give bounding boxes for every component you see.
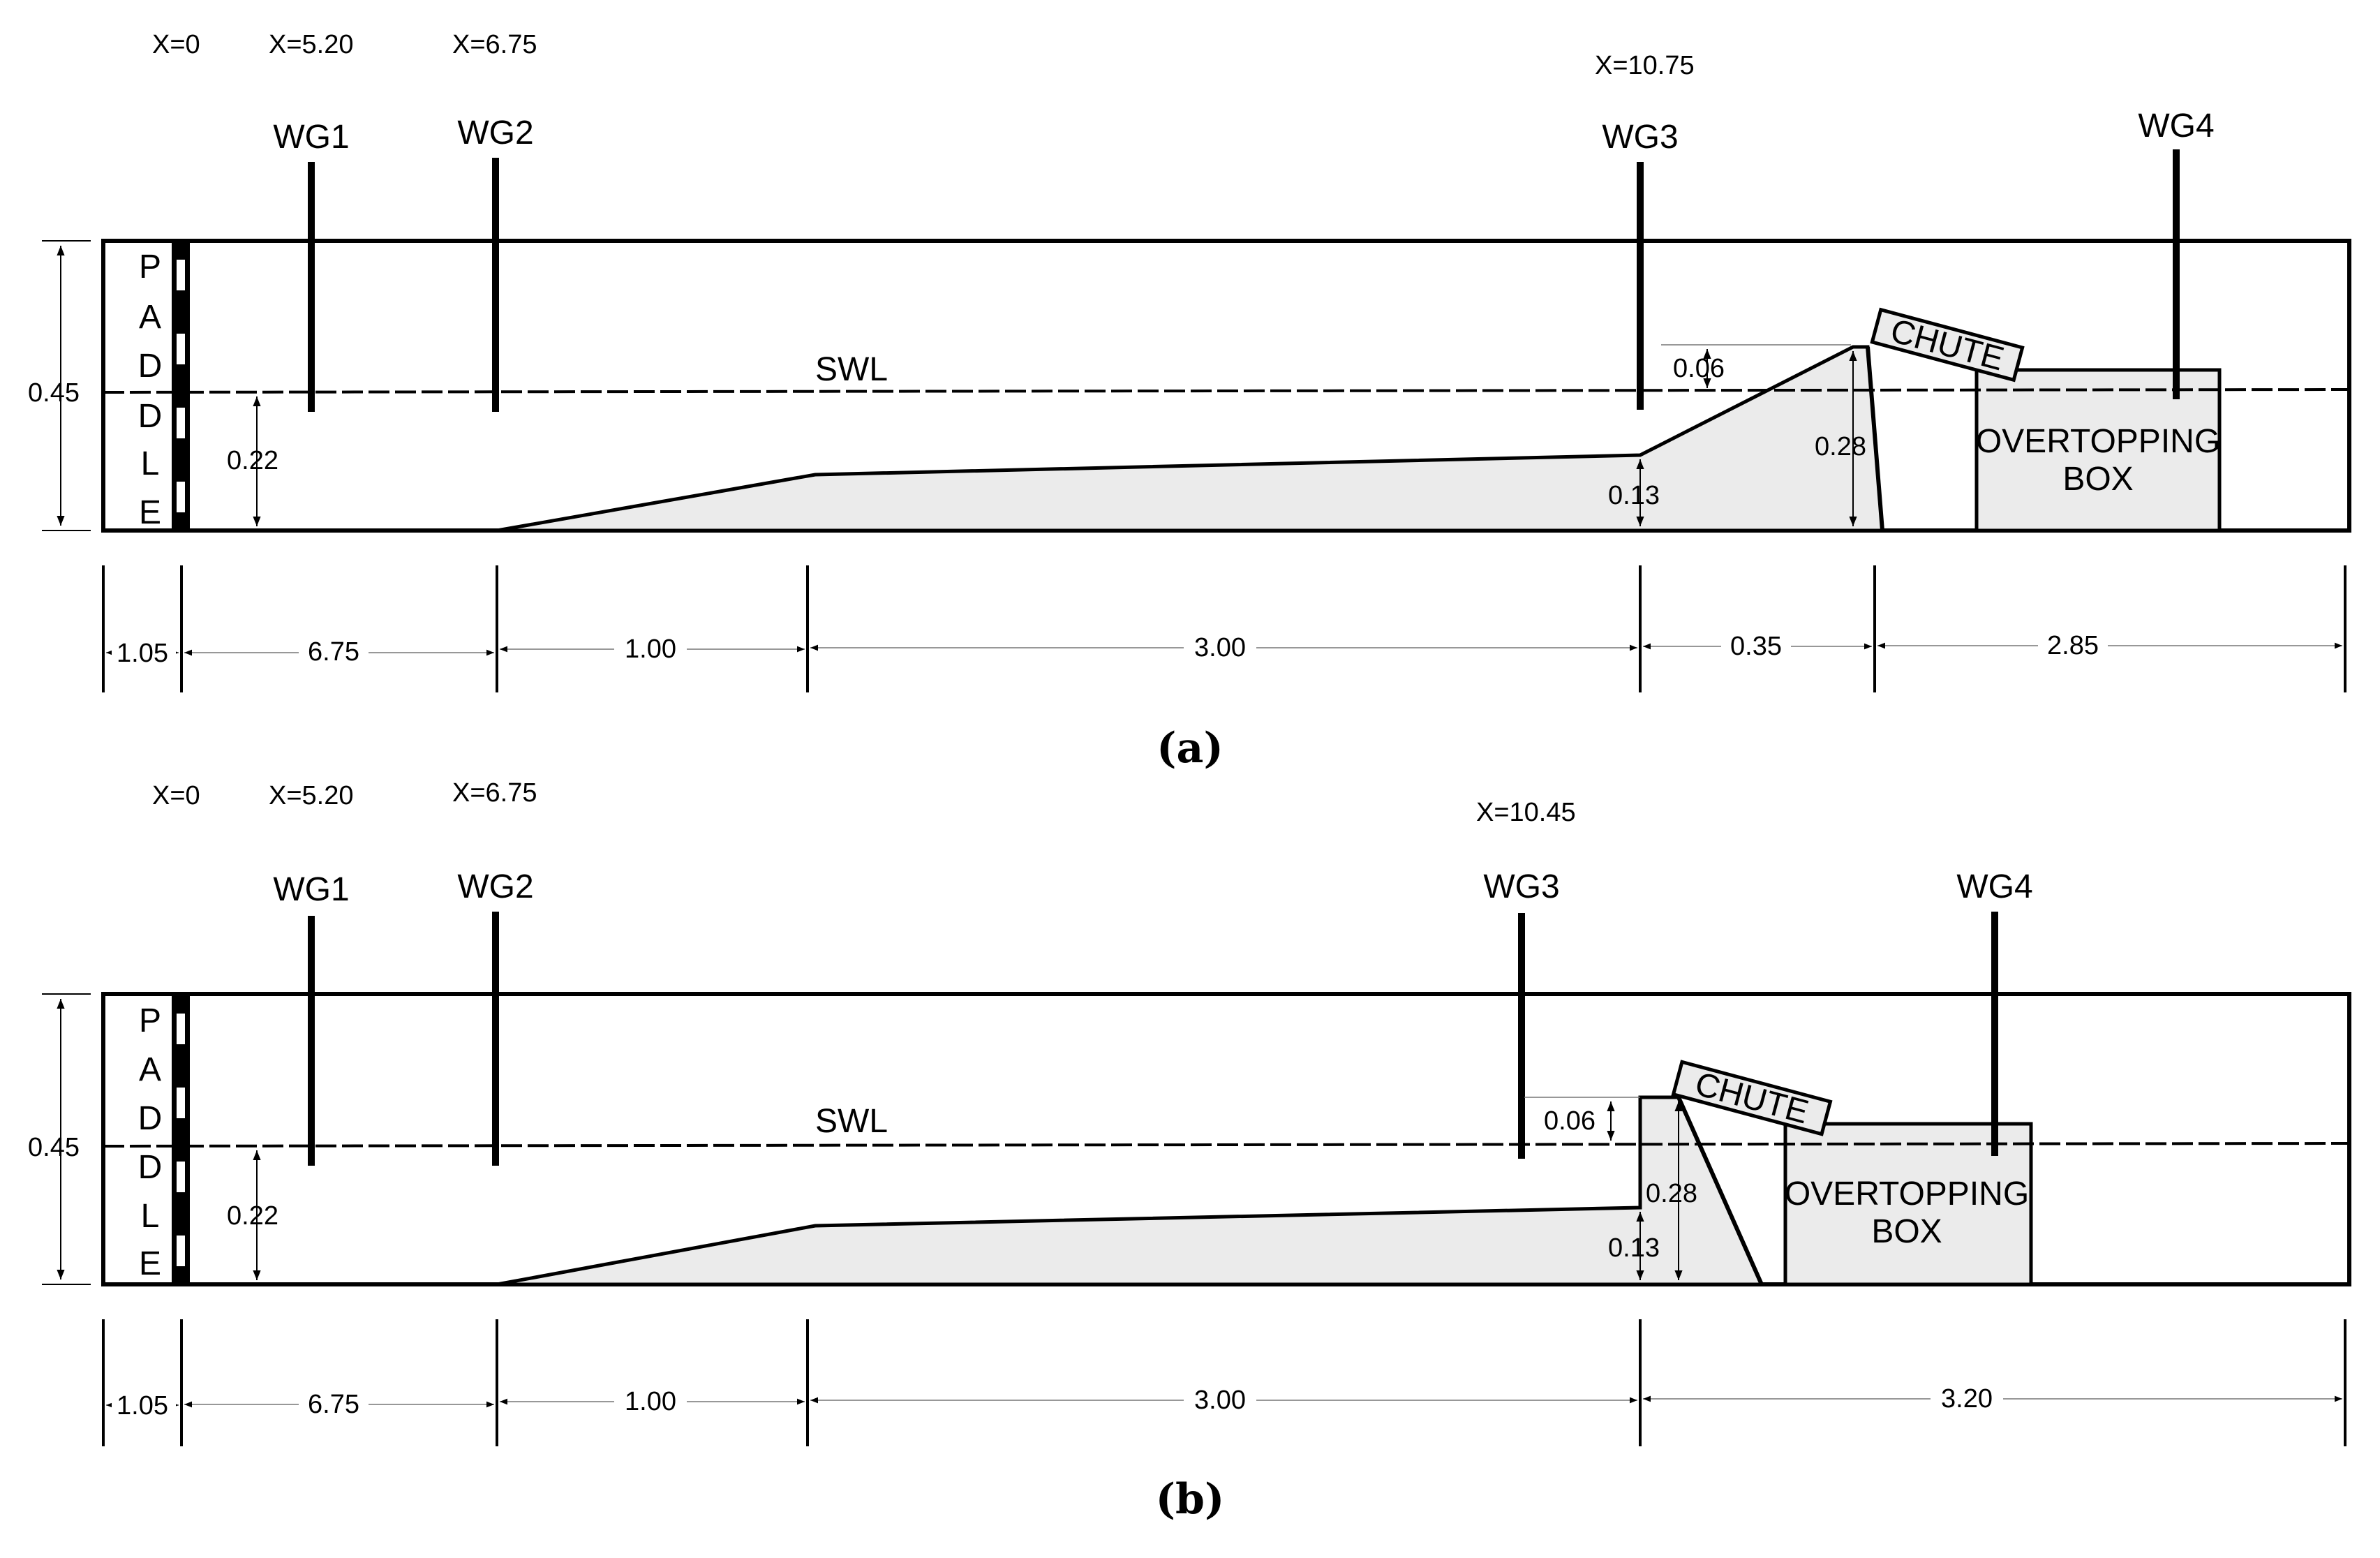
svg-text:P: P — [139, 1002, 161, 1039]
gauge-label-wg4: WG4 — [2138, 107, 2214, 144]
gauge-label-wg1: WG1 — [273, 119, 349, 156]
svg-text:CHUTE: CHUTE — [1887, 312, 2007, 378]
position-label-wg3: X=10.75 — [1595, 51, 1695, 80]
freeboard-label: 0.06 — [1673, 354, 1725, 383]
panel-a: X=0 X=5.20 X=6.75 X=10.75 WG1 WG2 WG3 WG… — [28, 30, 2351, 773]
panel-caption-b: (b) — [1156, 1475, 1225, 1524]
gauge-label-wg1: WG1 — [273, 871, 349, 908]
swl-label: SWL — [815, 1103, 888, 1140]
water-depth-label: 0.22 — [227, 446, 278, 475]
overtopping-box-label-2: BOX — [2062, 461, 2133, 498]
panel-caption-a: (a) — [1156, 724, 1224, 773]
paddle-label: P A D D L E — [138, 1002, 163, 1282]
chute: CHUTE — [1671, 1060, 1833, 1136]
freeboard-label: 0.06 — [1544, 1106, 1596, 1136]
still-water-level — [103, 388, 2350, 394]
position-label-wg1: X=5.20 — [269, 781, 354, 810]
svg-text:P: P — [139, 248, 161, 285]
gauge-label-wg2: WG2 — [457, 868, 533, 905]
svg-text:L: L — [141, 445, 160, 482]
dim-label-1: 1.05 — [117, 639, 168, 668]
water-depth-label: 0.22 — [227, 1201, 278, 1231]
paddle-stripes — [177, 1014, 185, 1266]
crest-height-label: 0.28 — [1646, 1179, 1697, 1208]
overtopping-box-label-1: OVERTOPPING — [1785, 1175, 2029, 1212]
dimension-ticks — [102, 1319, 2346, 1446]
svg-text:L: L — [141, 1198, 160, 1235]
seawall-front-b — [1676, 1096, 1764, 1286]
overtopping-box-label-2: BOX — [1871, 1213, 1942, 1250]
crest-height-label: 0.28 — [1815, 432, 1866, 461]
paddle-label: P A D D L E — [138, 248, 163, 531]
gauge-label-wg3: WG3 — [1602, 119, 1678, 156]
still-water-level — [103, 1142, 2350, 1148]
dimension-labels: 1.05 6.75 1.00 3.00 0.35 2.85 — [112, 630, 2108, 668]
dimension-labels: 1.05 6.75 1.00 3.00 3.20 — [112, 1383, 2003, 1420]
dim-label-3: 1.00 — [625, 635, 676, 664]
dim-label-2: 6.75 — [308, 1390, 359, 1419]
dim-label-5: 0.35 — [1730, 632, 1782, 661]
swl-label: SWL — [815, 351, 888, 388]
dim-label-1: 1.05 — [117, 1391, 168, 1420]
dimension-ticks — [102, 565, 2346, 692]
overtopping-box-label-1: OVERTOPPING — [1976, 423, 2220, 460]
position-label-x0: X=0 — [152, 30, 200, 59]
dim-label-2: 6.75 — [308, 637, 359, 667]
svg-text:E: E — [139, 1245, 161, 1282]
position-label-wg1: X=5.20 — [269, 30, 354, 59]
position-label-wg2: X=6.75 — [452, 30, 537, 59]
gauge-label-wg2: WG2 — [457, 114, 533, 151]
dim-label-6: 2.85 — [2047, 631, 2099, 660]
dim-label-4: 3.00 — [1194, 633, 1246, 662]
dim-label-5: 3.20 — [1941, 1384, 1993, 1414]
dim-label-3: 1.00 — [625, 1387, 676, 1416]
position-label-wg3: X=10.45 — [1476, 798, 1576, 827]
position-label-wg2: X=6.75 — [452, 778, 537, 808]
seawall-front-a — [1866, 346, 1884, 531]
svg-text:E: E — [139, 494, 161, 531]
svg-text:D: D — [138, 348, 163, 385]
svg-text:A: A — [139, 299, 161, 336]
panel-b: X=0 X=5.20 X=6.75 X=10.45 WG1 WG2 WG3 WG… — [28, 778, 2351, 1524]
toe-height-label: 0.13 — [1608, 481, 1660, 510]
paddle-stripes — [177, 260, 185, 512]
flume-height-label: 0.45 — [28, 1133, 80, 1162]
svg-text:CHUTE: CHUTE — [1691, 1065, 1812, 1131]
position-label-x0: X=0 — [152, 781, 200, 810]
dim-label-4: 3.00 — [1194, 1386, 1246, 1415]
svg-text:A: A — [139, 1051, 161, 1088]
overtopping-box — [1783, 1122, 2033, 1286]
gauge-label-wg3: WG3 — [1483, 868, 1559, 905]
chute: CHUTE — [1870, 307, 2025, 383]
svg-text:D: D — [138, 1149, 163, 1186]
toe-height-label: 0.13 — [1608, 1233, 1660, 1263]
svg-text:D: D — [138, 398, 163, 435]
gauge-label-wg4: WG4 — [1956, 868, 2032, 905]
svg-text:D: D — [138, 1100, 163, 1137]
flume-height-label: 0.45 — [28, 378, 80, 408]
